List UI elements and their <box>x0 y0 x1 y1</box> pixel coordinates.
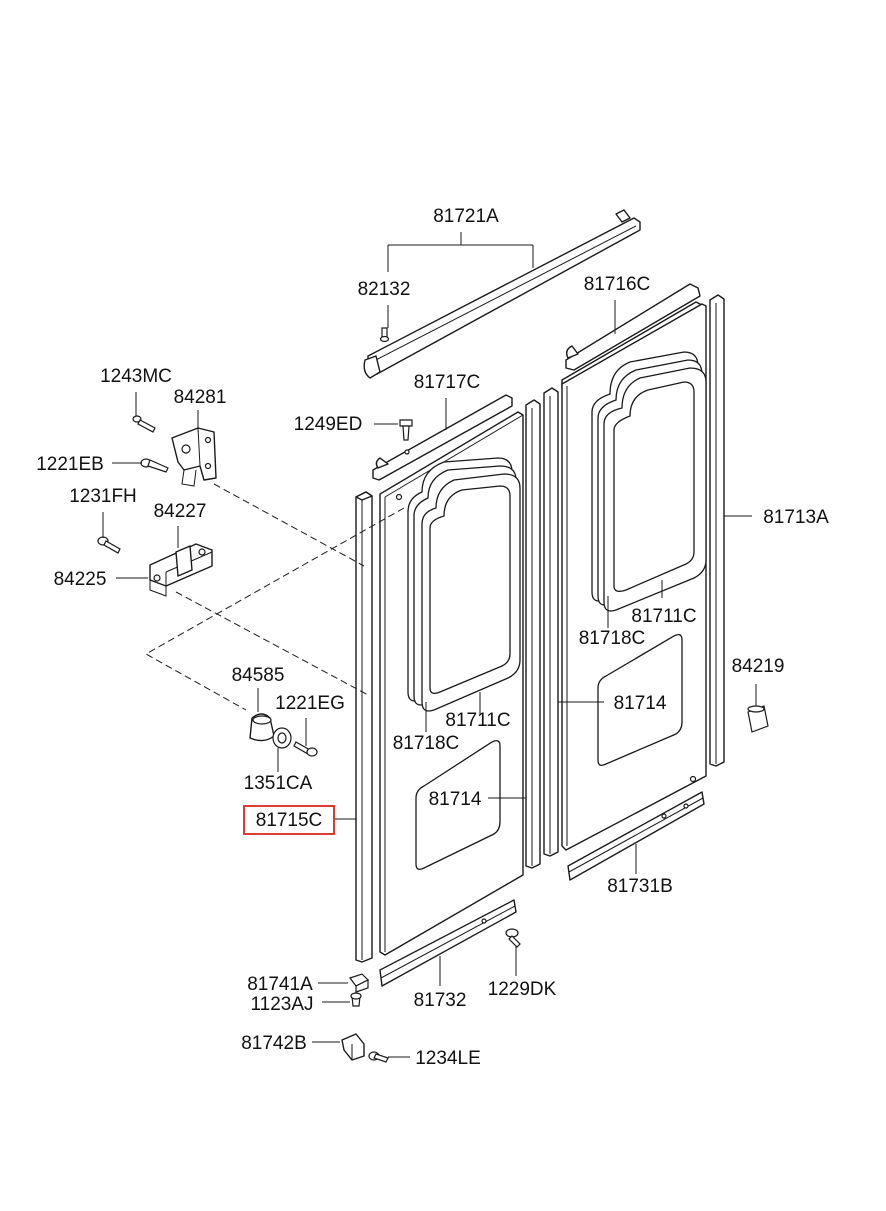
label-1249ED[interactable]: 1249ED <box>294 414 363 435</box>
label-81714-right[interactable]: 81714 <box>614 693 667 714</box>
screw-1243MC <box>132 415 156 433</box>
label-1231FH[interactable]: 1231FH <box>69 486 137 507</box>
label-81715C[interactable]: 81715C <box>256 810 323 831</box>
screw-82132 <box>379 327 390 343</box>
label-1234LE[interactable]: 1234LE <box>415 1048 481 1069</box>
assembly-lines <box>144 483 405 711</box>
label-81741A[interactable]: 81741A <box>247 974 313 995</box>
screw-1123AJ <box>350 992 362 1007</box>
screw-1234LE <box>368 1051 389 1063</box>
glass-81714-right <box>597 634 683 766</box>
strip-81715C <box>355 491 373 963</box>
leader-lines <box>102 232 757 1058</box>
hinge-84281 <box>171 427 217 487</box>
label-81742B[interactable]: 81742B <box>241 1033 307 1054</box>
part-labels: 81721A 82132 81716C 1243MC 84281 81717C … <box>36 206 829 1069</box>
rail-81721A <box>363 209 641 379</box>
label-84585[interactable]: 84585 <box>232 665 285 686</box>
label-1221EB[interactable]: 1221EB <box>36 454 104 475</box>
label-81721A[interactable]: 81721A <box>433 206 499 227</box>
label-1243MC[interactable]: 1243MC <box>100 366 172 387</box>
label-82132[interactable]: 82132 <box>358 279 411 300</box>
bolt-1249ED <box>399 419 413 441</box>
stopper-84219 <box>747 705 769 733</box>
label-1229DK[interactable]: 1229DK <box>488 979 557 1000</box>
label-81711C-left[interactable]: 81711C <box>445 710 510 731</box>
label-81718C-right[interactable]: 81718C <box>579 628 646 649</box>
strip-81713A <box>709 294 725 767</box>
label-81711C-right[interactable]: 81711C <box>631 606 696 627</box>
label-81714-left[interactable]: 81714 <box>429 789 482 810</box>
label-81731B[interactable]: 81731B <box>607 876 673 897</box>
label-81716C[interactable]: 81716C <box>584 274 651 295</box>
label-1123AJ[interactable]: 1123AJ <box>250 994 313 1015</box>
screw-1221EB <box>140 458 169 473</box>
strip-middle-right <box>543 387 559 857</box>
label-81732[interactable]: 81732 <box>414 990 467 1011</box>
label-1351CA[interactable]: 1351CA <box>244 773 313 794</box>
bracket-81741A <box>349 973 370 993</box>
bracket-84227-84225 <box>149 543 213 597</box>
washer-1351CA <box>272 727 292 749</box>
highlight-box <box>243 805 335 835</box>
label-81718C-left[interactable]: 81718C <box>393 733 460 754</box>
bottom-plate-81732 <box>379 899 517 987</box>
label-84227[interactable]: 84227 <box>154 501 207 522</box>
screw-1229DK <box>505 928 521 948</box>
label-81717C[interactable]: 81717C <box>414 372 481 393</box>
label-84219[interactable]: 84219 <box>732 656 785 677</box>
screw-1221EG <box>293 741 318 757</box>
label-84225[interactable]: 84225 <box>54 569 107 590</box>
cap-84585 <box>249 713 275 742</box>
bottom-plate-81731B <box>567 791 705 881</box>
label-1221EG[interactable]: 1221EG <box>275 693 345 714</box>
window-frame-left <box>407 457 521 712</box>
guide-81742B <box>341 1033 365 1061</box>
glass-81714-left <box>415 740 501 870</box>
label-81713A[interactable]: 81713A <box>763 507 829 528</box>
screw-1231FH <box>97 536 121 554</box>
strip-middle-left <box>525 399 541 869</box>
window-frame-right <box>591 351 707 612</box>
label-84281[interactable]: 84281 <box>174 387 227 408</box>
